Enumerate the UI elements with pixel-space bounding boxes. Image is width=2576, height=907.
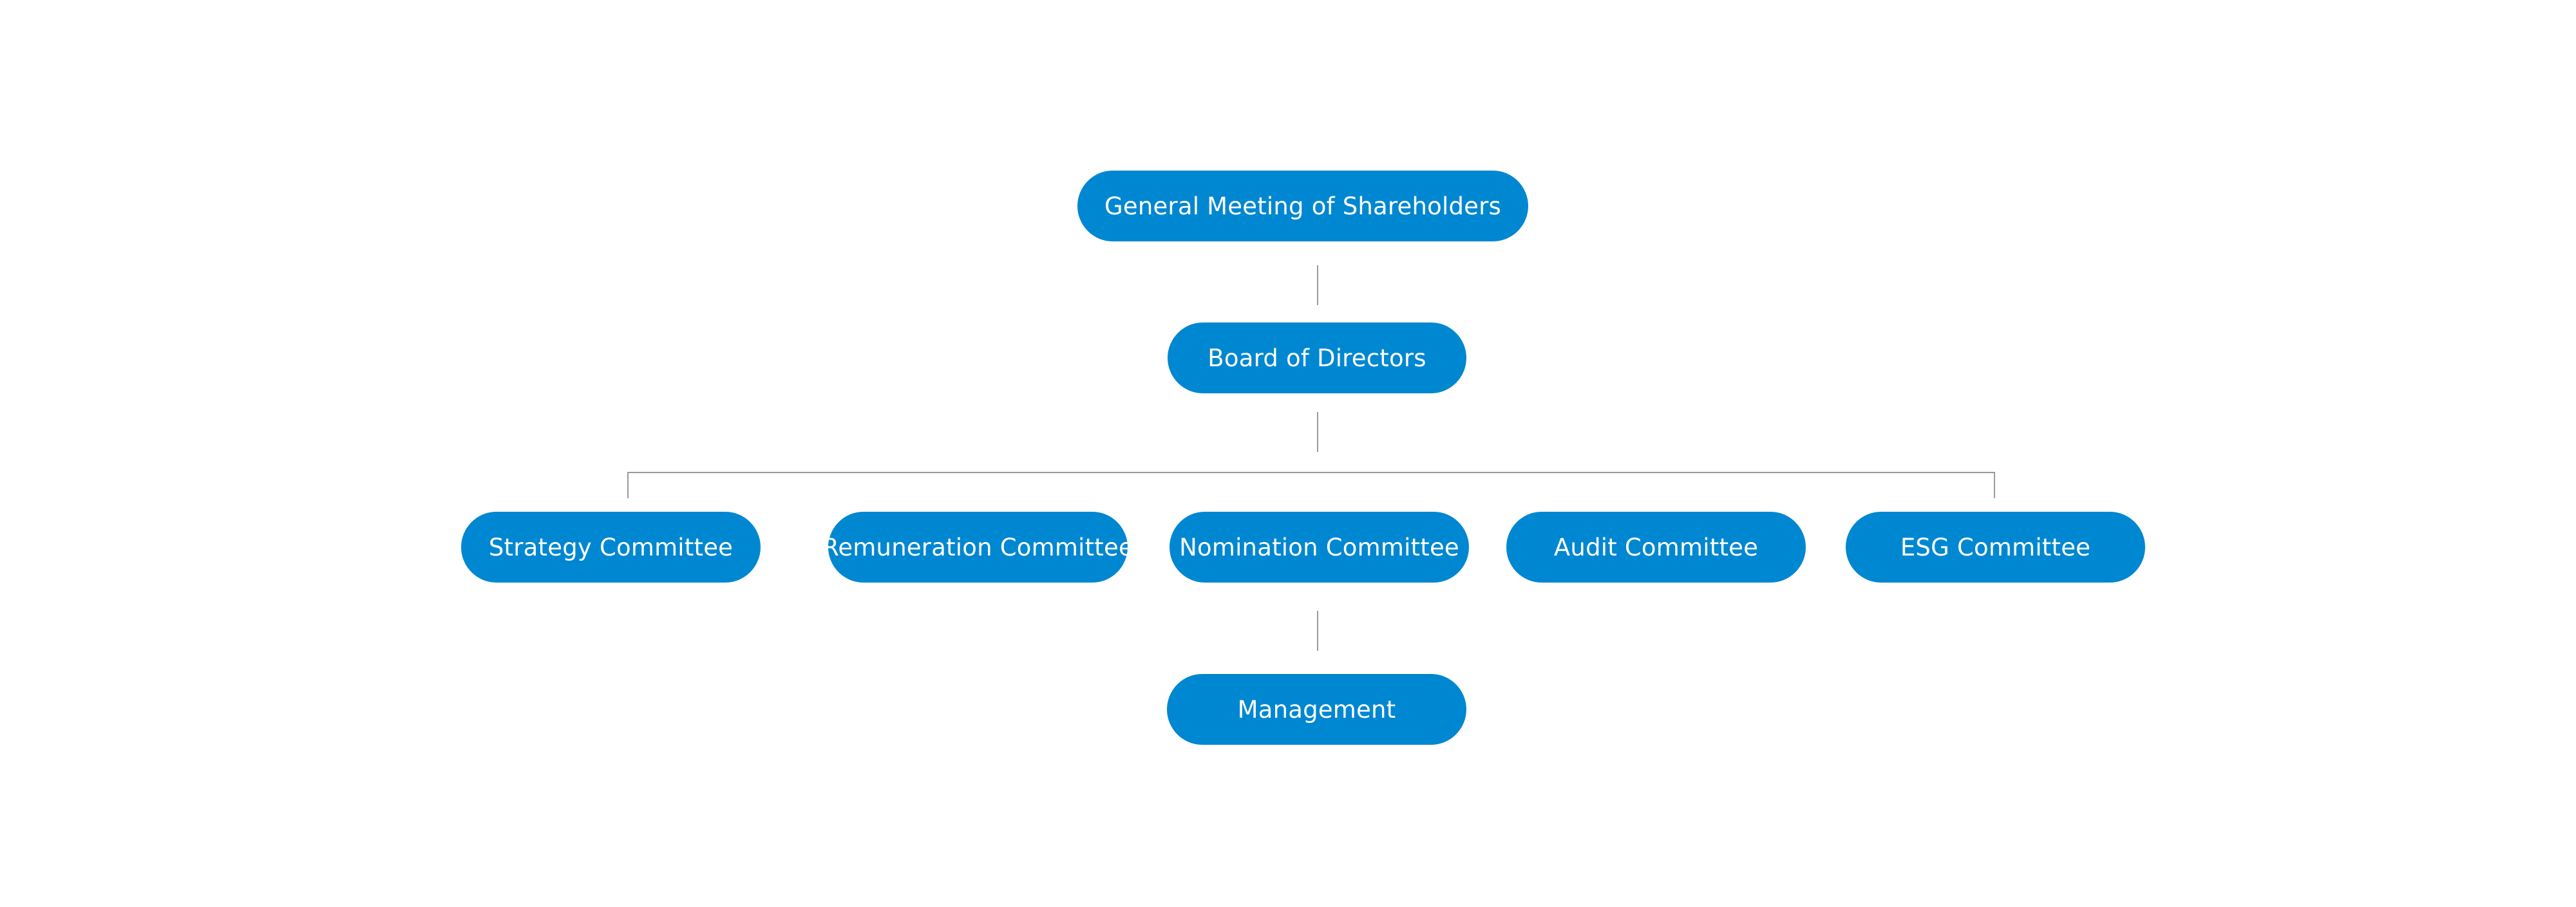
node-management: Management: [1167, 674, 1466, 745]
node-strategy-committee: Strategy Committee: [461, 512, 761, 583]
node-label: Board of Directors: [1208, 344, 1426, 372]
connector-drop-left: [627, 472, 629, 498]
connector-committees-management: [1317, 611, 1318, 651]
node-label: Strategy Committee: [488, 533, 734, 561]
node-label: Nomination Committee: [1179, 533, 1459, 561]
node-nomination-committee: Nomination Committee: [1170, 512, 1469, 583]
node-esg-committee: ESG Committee: [1846, 512, 2145, 583]
node-label: Remuneration Committee: [822, 533, 1133, 561]
node-label: Audit Committee: [1553, 533, 1759, 561]
connector-board-branch: [1317, 412, 1318, 452]
connector-drop-right: [1994, 472, 1995, 498]
node-label: General Meeting of Shareholders: [1104, 192, 1501, 220]
node-label: ESG Committee: [1900, 533, 2091, 561]
node-label: Management: [1237, 695, 1396, 724]
node-remuneration-committee: Remuneration Committee: [822, 512, 1133, 583]
node-board-of-directors: Board of Directors: [1168, 323, 1466, 393]
node-audit-committee: Audit Committee: [1506, 512, 1806, 583]
connector-gm-board: [1317, 265, 1318, 305]
node-general-meeting: General Meeting of Shareholders: [1077, 171, 1528, 241]
connector-branch-horizontal: [627, 472, 1995, 473]
